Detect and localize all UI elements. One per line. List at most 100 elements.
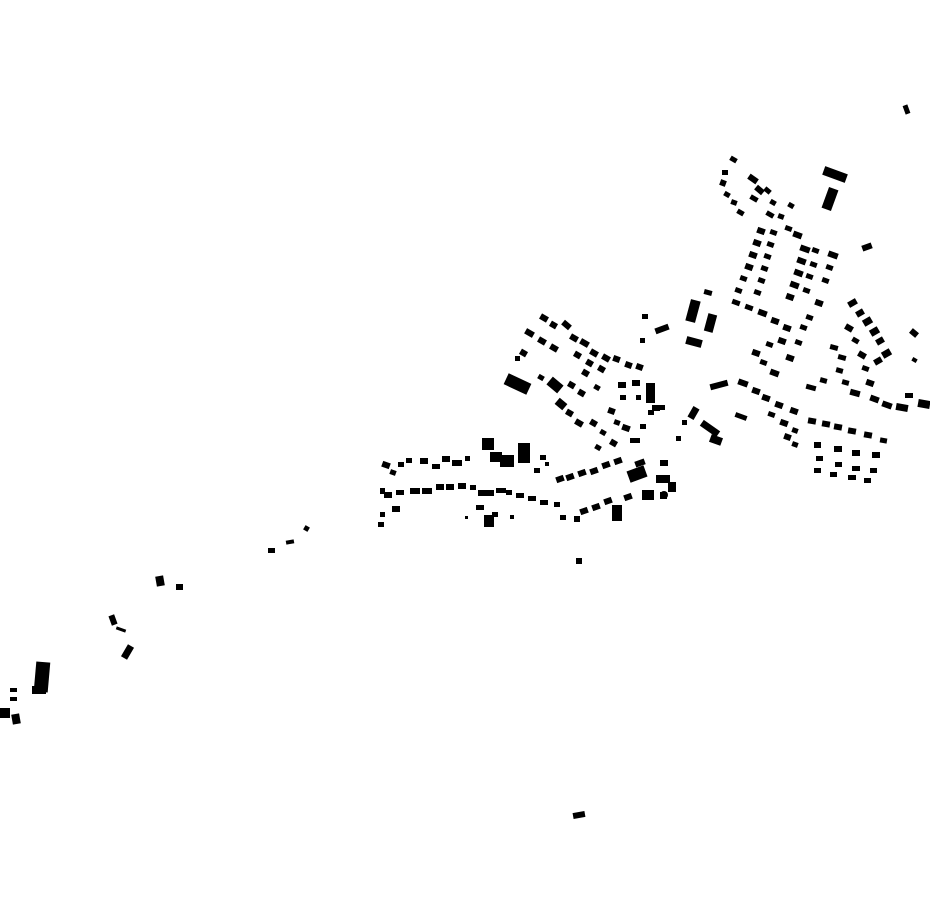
building-footprint [410,488,420,494]
building-footprint [381,460,391,470]
building-footprint [442,456,450,462]
building-footprint [785,292,795,302]
building-footprint [574,418,584,428]
building-footprint [446,484,454,490]
building-footprint [660,460,668,466]
building-footprint [654,323,670,335]
building-footprint [821,186,839,212]
building-footprint [565,472,575,482]
building-footprint [880,348,893,359]
building-footprint [796,256,807,266]
building-footprint [783,432,792,442]
building-footprint [594,443,602,452]
building-footprint [613,419,621,426]
building-footprint [847,298,858,308]
building-footprint [601,460,611,470]
building-footprint [572,811,586,819]
building-footprint [814,298,824,308]
building-footprint [576,558,582,564]
building-footprint [870,468,877,473]
building-footprint [564,408,575,418]
building-footprint [596,364,607,374]
building-footprint [848,475,856,480]
building-footprint [380,488,385,494]
building-footprint [398,462,404,467]
building-footprint [682,420,687,425]
building-footprint [268,548,275,553]
building-footprint [753,288,762,297]
building-footprint [492,512,498,517]
building-footprint [805,272,814,281]
building-footprint [516,493,524,498]
building-footprint [863,431,873,439]
building-footprint [756,226,766,236]
building-footprint [10,697,17,701]
building-footprint [303,525,310,532]
building-footprint [760,264,769,273]
building-footprint [844,323,854,333]
building-footprint [476,505,484,510]
building-footprint [769,368,780,378]
building-footprint [584,358,595,368]
building-footprint [821,276,830,285]
building-footprint [642,490,654,500]
building-footprint [799,244,811,254]
building-footprint [646,383,655,403]
building-footprint [554,502,560,507]
building-footprint [626,465,648,483]
building-footprint [769,198,777,207]
building-footprint [642,314,648,319]
building-footprint [827,250,839,260]
building-footprint [603,496,613,506]
building-footprint [737,378,749,388]
building-footprint [881,400,893,410]
building-footprint [779,418,789,428]
building-footprint [766,240,775,249]
building-footprint [601,353,611,363]
building-footprint [503,373,532,395]
building-footprint [851,336,860,345]
building-footprint [841,379,850,386]
building-footprint [506,490,512,495]
building-footprint [709,379,729,391]
building-footprint [777,213,785,220]
building-footprint [569,333,579,343]
building-footprint [799,323,808,332]
building-footprint [566,380,577,390]
building-footprint [630,438,640,443]
building-footprint [821,420,831,428]
building-footprint [285,539,295,545]
building-footprint [589,348,599,358]
building-footprint [785,353,795,363]
building-footprint [685,336,703,348]
building-footprint [579,506,589,516]
building-footprint [660,405,665,410]
building-footprint [546,376,564,394]
building-footprint [902,104,911,115]
building-footprint [774,400,784,410]
building-footprint [465,456,470,461]
building-footprint [591,502,601,512]
building-footprint [751,348,761,358]
building-footprint [837,354,847,361]
building-footprint [422,488,432,494]
building-footprint [791,441,799,448]
building-footprint [518,348,529,358]
building-footprint [484,515,494,527]
building-footprint [719,179,727,187]
building-footprint [734,286,743,295]
building-footprint [833,423,843,431]
building-footprint [612,505,622,521]
building-footprint [537,336,547,346]
building-footprint [814,442,821,448]
building-footprint [108,614,118,626]
building-footprint [549,343,559,353]
building-footprint [794,338,803,347]
building-footprint [757,276,766,285]
building-footprint [624,360,633,370]
building-footprint [809,260,818,269]
building-footprint [608,438,619,448]
building-footprint [32,686,46,694]
building-footprint [607,406,616,416]
building-footprint [685,299,701,323]
